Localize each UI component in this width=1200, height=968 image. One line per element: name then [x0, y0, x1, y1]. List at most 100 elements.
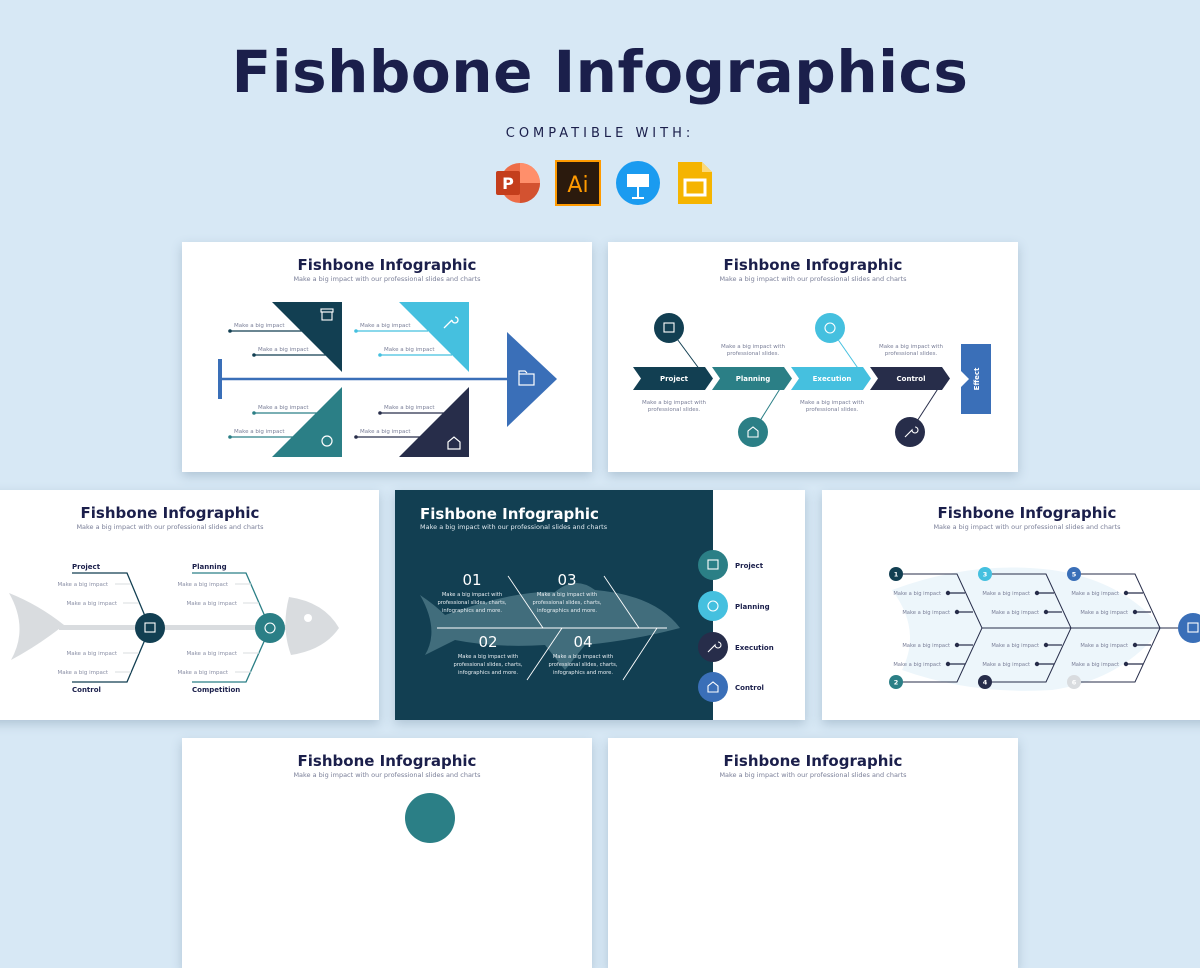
slide-fishbone-triangles[interactable]: Fishbone Infographic Make a big impact w… — [182, 242, 592, 472]
shape — [252, 411, 256, 415]
text-label: Make a big impact — [991, 610, 1039, 616]
slide-subtitle: Make a big impact with our professional … — [719, 275, 907, 283]
text-label: 2 — [894, 679, 899, 687]
slide-fishbone-chevrons[interactable]: Fishbone Infographic Make a big impact w… — [608, 242, 1018, 472]
bone-triangle-4 — [399, 387, 469, 457]
shape — [1034, 590, 1040, 596]
google-slides-icon — [678, 162, 712, 204]
label: Make a big impact — [234, 323, 285, 329]
shape — [627, 174, 649, 187]
home-icon-circle — [698, 672, 728, 702]
text-label: professional slides. — [727, 351, 780, 357]
text-label: professional slides. — [648, 407, 701, 413]
shape — [228, 329, 232, 333]
shape — [896, 573, 983, 683]
text-label: 6 — [1072, 679, 1077, 687]
text-label: professional slides, charts, — [549, 662, 618, 668]
text-label: Make a big impact with — [537, 592, 597, 598]
shape — [978, 567, 992, 581]
shape — [354, 435, 358, 439]
text-label: Make a big impact — [66, 601, 117, 607]
text-label: Make a big impact — [893, 662, 941, 668]
shape — [954, 609, 960, 615]
shape — [507, 575, 544, 629]
slide-fishbone-dark[interactable]: Fishbone Infographic Make a big impact w… — [395, 490, 805, 720]
chevron-planning — [712, 367, 792, 390]
shape: Make a big impact with professional slide… — [642, 344, 943, 413]
text-label: 04 — [573, 633, 592, 651]
keynote-icon — [616, 161, 660, 205]
label: Make a big impact — [258, 347, 309, 353]
shape — [1132, 642, 1138, 648]
text-label: Make a big impact with — [800, 400, 864, 406]
text-label: Make a big impact with — [442, 592, 502, 598]
archive-icon-circle — [1178, 613, 1200, 643]
shape: 01 02 03 04 — [462, 571, 592, 651]
slide-subtitle: Make a big impact with our professional … — [293, 275, 481, 283]
gear-icon-circle — [698, 591, 728, 621]
shape — [896, 573, 1161, 683]
step-label: Planning — [736, 375, 771, 383]
gear-icon — [264, 622, 276, 634]
text-label: Make a big impact — [186, 651, 237, 657]
shape — [1123, 661, 1129, 667]
bone-triangle-3 — [272, 387, 342, 457]
fish-tail — [9, 593, 64, 660]
shape — [252, 353, 256, 357]
text-label: P — [502, 174, 514, 193]
archive-icon — [320, 308, 334, 321]
shape — [518, 370, 528, 374]
shape — [228, 435, 232, 439]
shape — [518, 373, 535, 386]
slide-partial-2[interactable]: Fishbone Infographic Make a big impact w… — [608, 738, 1018, 968]
text-label: Make a big impact — [66, 651, 117, 657]
shape — [945, 661, 951, 667]
shape — [637, 187, 639, 198]
text-label: Make a big impact — [982, 662, 1030, 668]
text-label: Make a big impact — [177, 582, 228, 588]
slide-fishbone-numbered[interactable]: Fishbone Infographic Make a big impact w… — [822, 490, 1200, 720]
slide-fishbone-fish[interactable]: Fishbone Infographic Make a big impact w… — [0, 490, 379, 720]
text-label: 3 — [983, 571, 988, 579]
slide-subtitle: Make a big impact with our professional … — [933, 523, 1121, 531]
text-label: 02 — [478, 633, 497, 651]
slide-partial-1[interactable]: Fishbone Infographic Make a big impact w… — [182, 738, 592, 968]
shape — [603, 575, 640, 629]
shape: Make a big impact with professional slide… — [438, 592, 618, 676]
text-label: professional slides, charts, — [454, 662, 523, 668]
label: Make a big impact — [258, 405, 309, 411]
text-label: Execution — [735, 644, 774, 652]
gear-icon — [321, 435, 333, 447]
wrench-icon — [707, 641, 722, 653]
shape — [520, 163, 540, 183]
text-label: 5 — [1072, 571, 1077, 579]
shape — [378, 353, 382, 357]
chevron-execution — [791, 367, 871, 390]
slide-title: Fishbone Infographic — [298, 256, 477, 274]
shape: Project Planning Control Competition — [72, 563, 240, 694]
shape — [555, 160, 601, 206]
shape: Project Planning Execution Control — [660, 375, 925, 383]
shape — [1074, 573, 1161, 683]
slide-title: Fishbone Infographic — [724, 752, 903, 770]
effect-box — [961, 344, 991, 414]
shape — [1123, 590, 1129, 596]
text-label: Planning — [735, 603, 770, 611]
text-label: professional slides, charts, — [533, 600, 602, 606]
shape — [1043, 642, 1049, 648]
text-label: Make a big impact with — [458, 654, 518, 660]
label: Make a big impact — [384, 405, 435, 411]
text-label: Ai — [567, 173, 588, 198]
text-label: infographics and more. — [537, 608, 597, 614]
fish-head — [285, 597, 339, 655]
slide-title: Fishbone Infographic — [81, 504, 260, 522]
archive-icon-circle — [135, 613, 165, 643]
shape: 12 34 56 — [894, 571, 1077, 687]
gear-icon — [824, 322, 836, 334]
text-label: Make a big impact with — [553, 654, 613, 660]
shape — [1043, 609, 1049, 615]
head-arrow — [507, 332, 557, 427]
label: Make a big impact — [360, 429, 411, 435]
chevron-project — [633, 367, 713, 390]
slide-subtitle: Make a big impact with our professional … — [719, 771, 907, 779]
